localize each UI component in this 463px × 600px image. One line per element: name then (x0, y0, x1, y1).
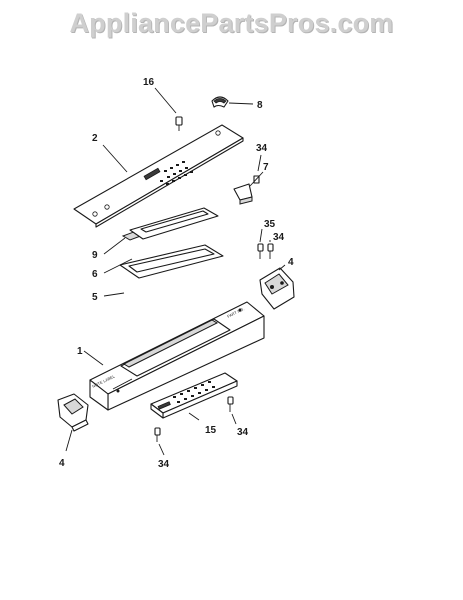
callout-6: 6 (92, 269, 98, 280)
leader-lines (65, 87, 286, 456)
callout-5: 5 (92, 292, 98, 303)
callout-1: 1 (77, 346, 83, 357)
end-cap-right-4 (259, 267, 295, 310)
callout-4-right: 4 (288, 257, 294, 268)
callout-16: 16 (143, 77, 155, 88)
screw-16 (175, 116, 183, 131)
screws-35-34 (257, 243, 274, 259)
callout-labels: 16 8 2 34 7 35 34 4 9 6 5 1 4 15 34 34 (59, 77, 294, 470)
callout-34-bottom: 34 (158, 459, 170, 470)
window-frame-6 (129, 207, 219, 240)
callout-34-mid: 34 (273, 232, 285, 243)
callout-9: 9 (92, 250, 98, 261)
console-housing-1: NOTE LABEL PART NO. (89, 301, 265, 411)
callout-15: 15 (205, 425, 217, 436)
callout-34-top: 34 (256, 143, 268, 154)
control-board-15 (150, 372, 238, 419)
callout-35: 35 (264, 219, 276, 230)
callout-2: 2 (92, 133, 98, 144)
callout-7: 7 (263, 162, 269, 173)
end-cap-left-4 (57, 393, 89, 432)
callout-4-left: 4 (59, 458, 65, 469)
callout-8: 8 (257, 100, 263, 111)
screws-34-bottom (154, 396, 234, 442)
watermark-text: AppliancePartsPros.com (69, 8, 394, 38)
window-lens-5 (119, 244, 224, 279)
callout-34-right: 34 (237, 427, 249, 438)
control-panel-face (73, 124, 244, 228)
knob-8 (211, 96, 229, 108)
